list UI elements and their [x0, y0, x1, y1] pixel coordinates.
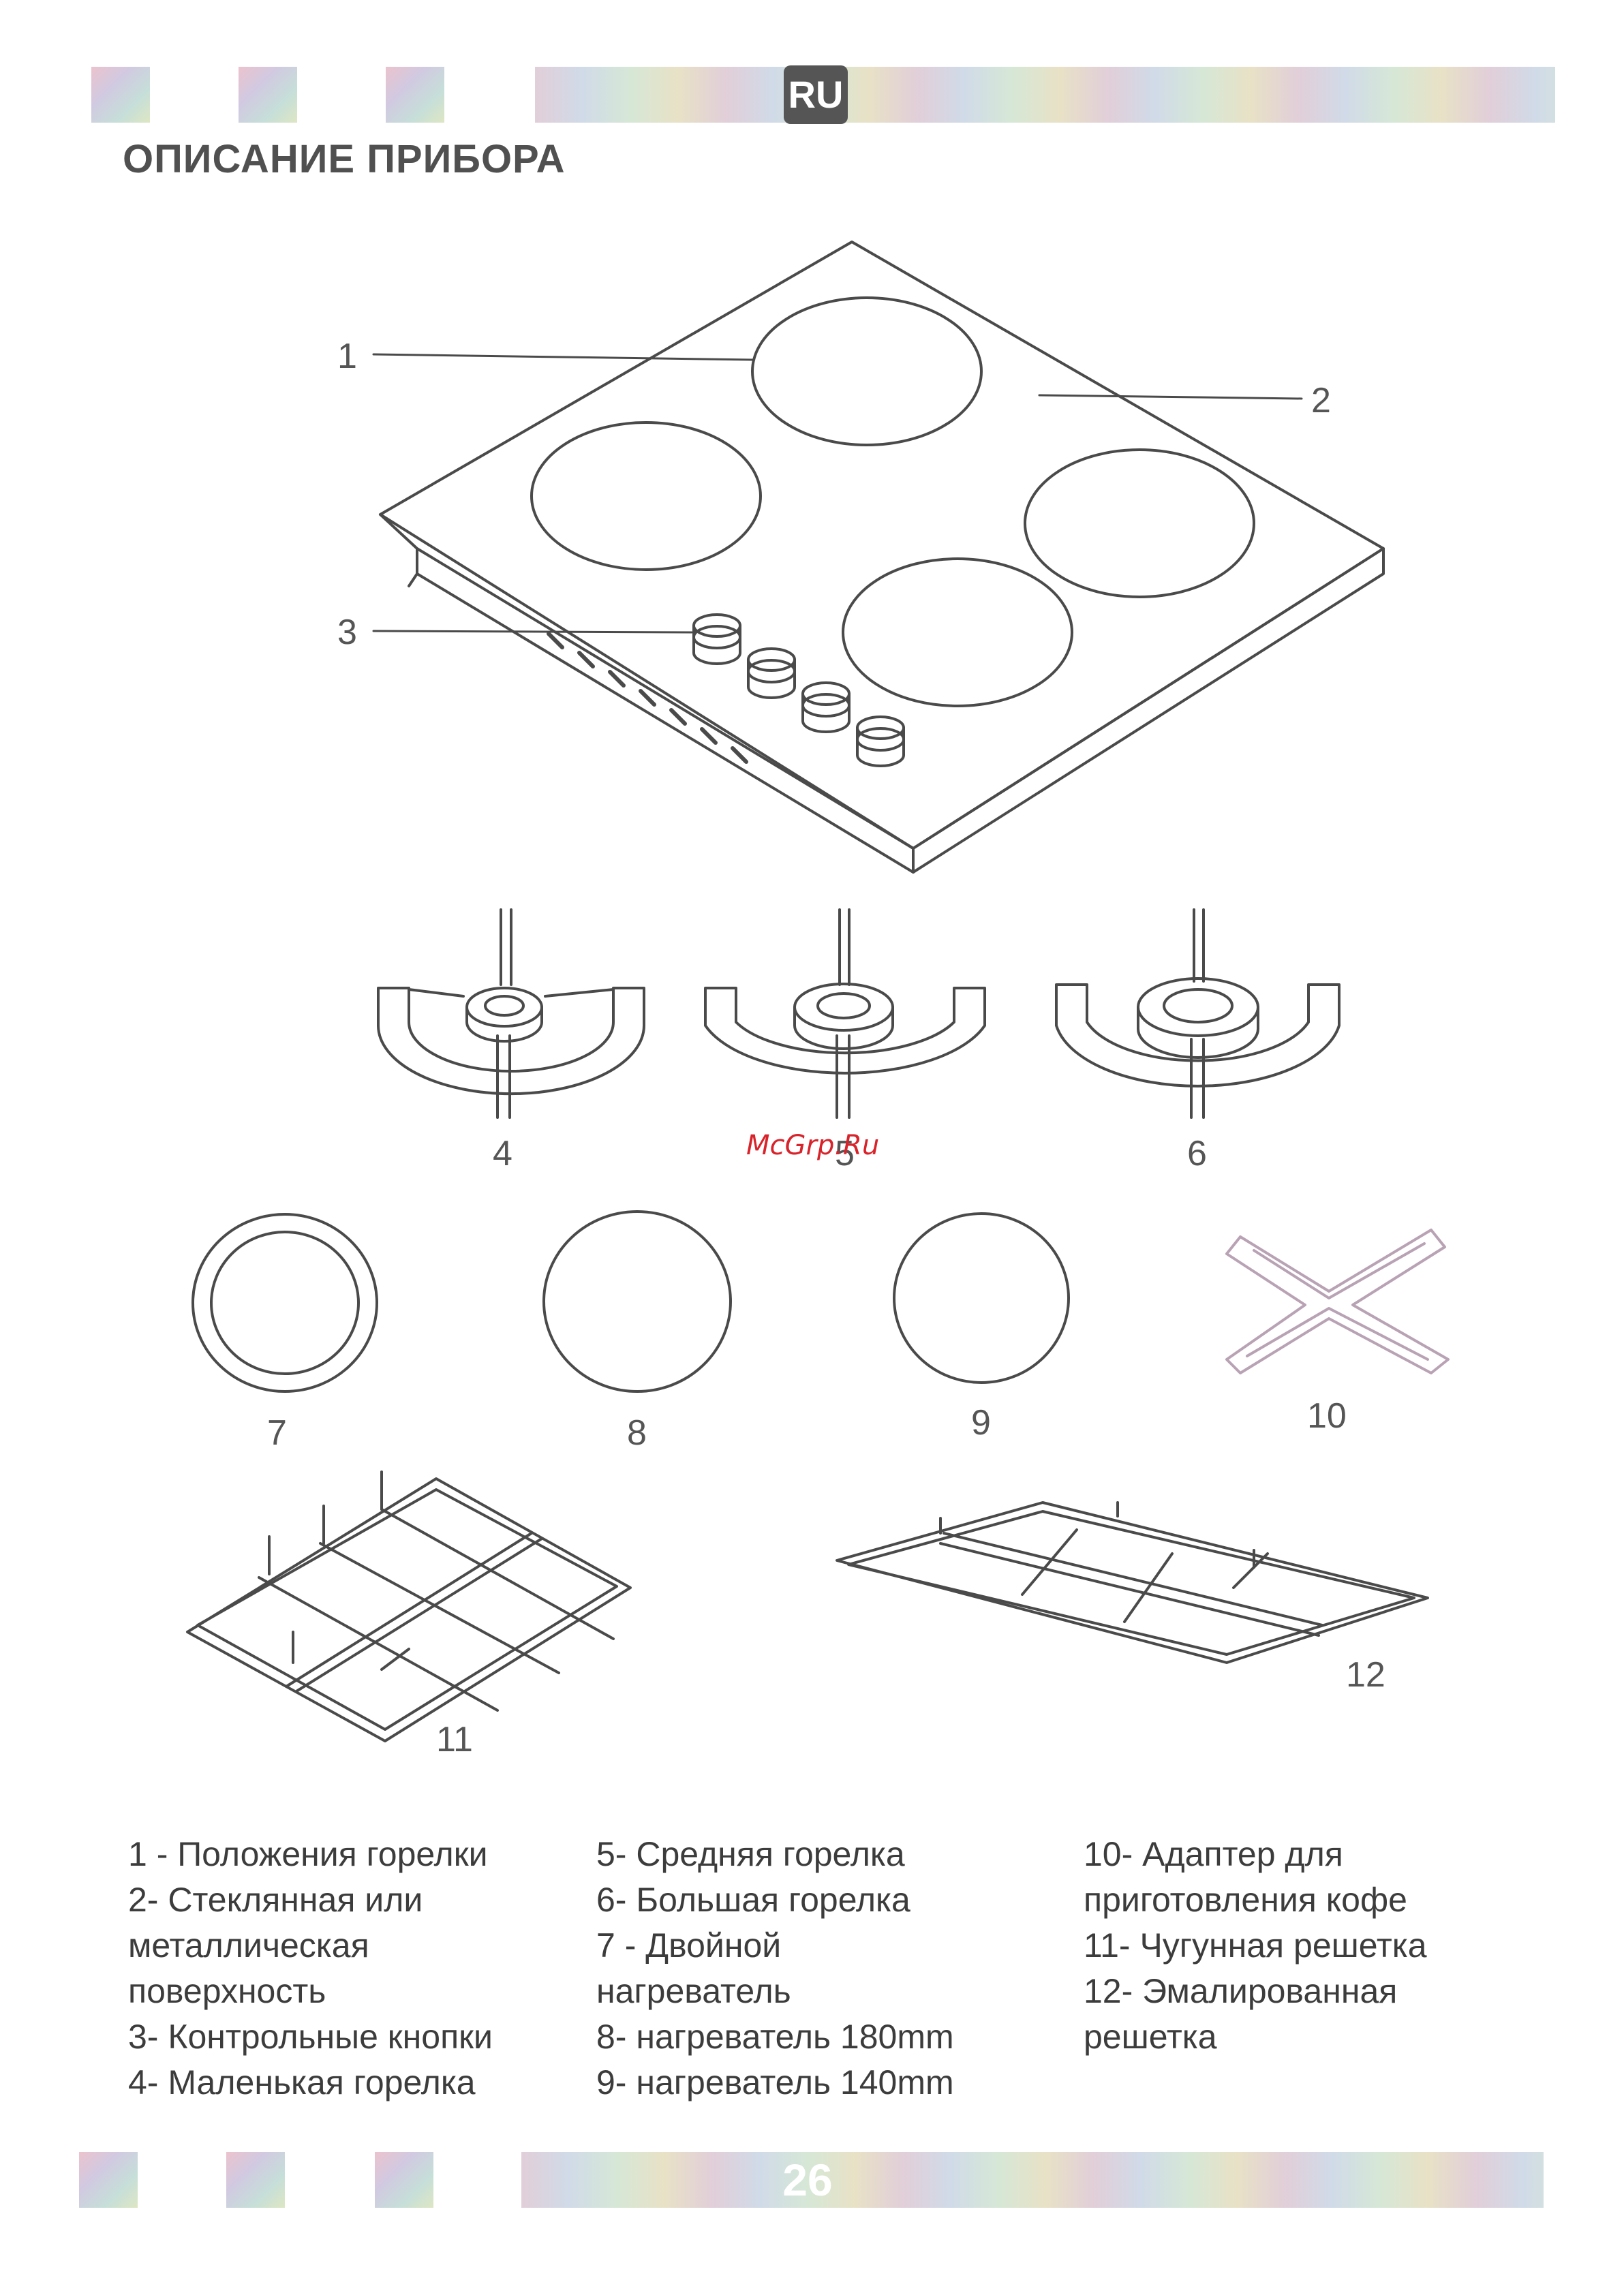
header-square-2	[239, 67, 297, 123]
legend-item: 7 - Двойной	[596, 1926, 782, 1965]
header-square-3	[386, 67, 444, 123]
legend-item: металлическая	[128, 1926, 369, 1965]
legend-item: 6- Большая горелка	[596, 1881, 910, 1919]
page-title: ОПИСАНИЕ ПРИБОРА	[123, 137, 566, 181]
legend-column-1: 1 - Положения горелки 2- Стеклянная или …	[128, 1832, 493, 2106]
footer-bar	[521, 2152, 1544, 2208]
legend-item: решетка	[1084, 2018, 1217, 2056]
heater-180-drawing	[542, 1210, 732, 1393]
label-9: 9	[971, 1403, 991, 1443]
label-10: 10	[1307, 1396, 1347, 1436]
legend-item: 3- Контрольные кнопки	[128, 2018, 493, 2056]
legend-item: 9- нагреватель 140mm	[596, 2063, 954, 2101]
legend-item: нагреватель	[596, 1972, 791, 2010]
heater-140-drawing	[893, 1212, 1070, 1384]
legend-column-2: 5- Средняя горелка 6- Большая горелка 7 …	[596, 1832, 954, 2106]
enamel-grid-drawing	[836, 1501, 1429, 1664]
hob-drawing	[372, 241, 1385, 874]
label-6: 6	[1187, 1134, 1207, 1173]
legend-item: 8- нагреватель 180mm	[596, 2018, 954, 2056]
legend-item: 5- Средняя горелка	[596, 1835, 905, 1873]
label-8: 8	[627, 1413, 647, 1453]
small-burner-drawing	[377, 908, 645, 1119]
legend-column-3: 10- Адаптер для приготовления кофе 11- Ч…	[1084, 1832, 1427, 2060]
label-12: 12	[1346, 1655, 1385, 1695]
legend-item: 1 - Положения горелки	[128, 1835, 488, 1873]
footer-square-3	[375, 2152, 433, 2208]
footer-square-2	[226, 2152, 285, 2208]
label-11: 11	[436, 1720, 473, 1759]
label-4: 4	[493, 1134, 512, 1173]
label-1: 1	[337, 337, 357, 376]
medium-burner-drawing	[704, 908, 986, 1119]
appliance-diagram: 1 2 3 4 5 6 7 8 9 10 11 12	[186, 241, 1450, 1759]
cast-iron-grid-drawing	[186, 1470, 632, 1742]
label-5: 5	[835, 1134, 855, 1173]
page-number: 26	[782, 2155, 833, 2205]
legend-item: 11- Чугунная решетка	[1084, 1926, 1427, 1965]
legend-item: приготовления кофе	[1084, 1881, 1407, 1919]
header-bar	[535, 67, 1555, 123]
legend-item: 2- Стеклянная или	[128, 1881, 423, 1919]
large-burner-drawing	[1055, 908, 1340, 1119]
legend-item: 10- Адаптер для	[1084, 1835, 1343, 1873]
legend-item: поверхность	[128, 1972, 326, 2010]
footer-square-1	[79, 2152, 138, 2208]
legend-item: 12- Эмалированная	[1084, 1972, 1398, 2010]
watermark: McGrp.Ru	[746, 1130, 880, 1161]
language-badge: RU	[784, 65, 848, 124]
legend-item: 4- Маленькая горелка	[128, 2063, 476, 2101]
label-7: 7	[267, 1413, 287, 1453]
coffee-adapter-drawing	[1225, 1229, 1450, 1374]
control-knobs	[692, 613, 905, 767]
label-2: 2	[1311, 381, 1331, 420]
header-square-1	[91, 67, 150, 123]
label-3: 3	[337, 613, 357, 652]
double-heater-drawing	[191, 1213, 378, 1393]
